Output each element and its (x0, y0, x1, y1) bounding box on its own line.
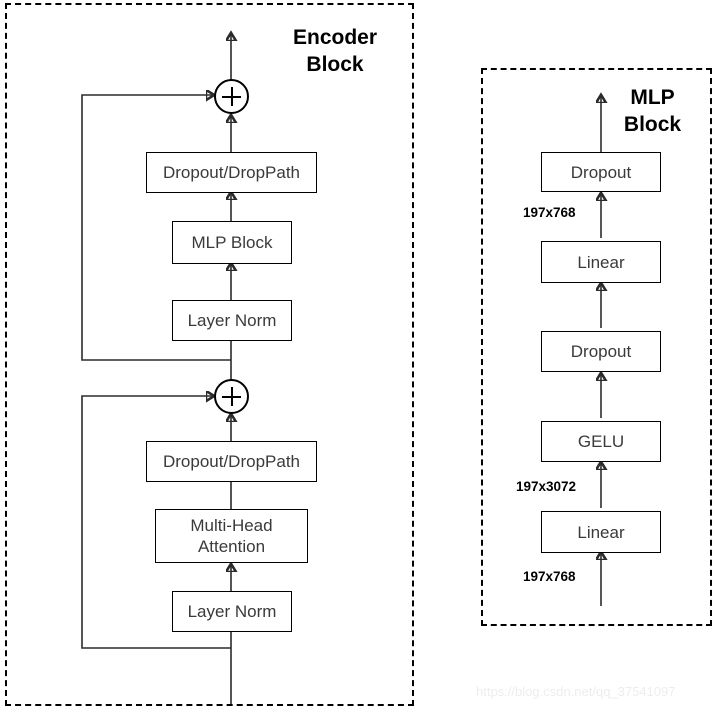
node-mlp-dropout-mid[interactable]: Dropout (541, 331, 661, 372)
encoder-block-group (5, 3, 414, 706)
node-multi-head-attention[interactable]: Multi-Head Attention (155, 509, 308, 563)
node-layer-norm-bottom[interactable]: Layer Norm (172, 591, 292, 632)
add-operator-top (214, 79, 249, 114)
dim-label-in-768: 197x768 (523, 569, 576, 584)
node-mlp-linear-bottom[interactable]: Linear (541, 511, 661, 553)
watermark-text: https://blog.csdn.net/qq_37541097 (476, 684, 676, 699)
plus-vertical-stroke (230, 387, 233, 406)
node-mlp-gelu[interactable]: GELU (541, 421, 661, 462)
encoder-block-title: Encoder Block (292, 26, 378, 76)
node-dropout-droppath-top[interactable]: Dropout/DropPath (146, 152, 317, 193)
edge-residual-skip-top (81, 95, 231, 361)
node-mlp-dropout-top[interactable]: Dropout (541, 152, 661, 192)
node-layer-norm-top[interactable]: Layer Norm (172, 300, 292, 341)
add-operator-bottom (214, 379, 249, 414)
node-mlp-linear-top[interactable]: Linear (541, 241, 661, 283)
plus-vertical-stroke (230, 87, 233, 106)
node-dropout-droppath-bottom[interactable]: Dropout/DropPath (146, 441, 317, 482)
dim-label-out-768: 197x768 (523, 205, 576, 220)
dim-label-hidden-3072: 197x3072 (516, 479, 577, 494)
edge-residual-skip-bottom (81, 396, 231, 649)
mlp-block-group (481, 68, 712, 626)
mlp-block-title: MLP Block (623, 86, 682, 136)
node-mlp-block[interactable]: MLP Block (172, 221, 292, 264)
